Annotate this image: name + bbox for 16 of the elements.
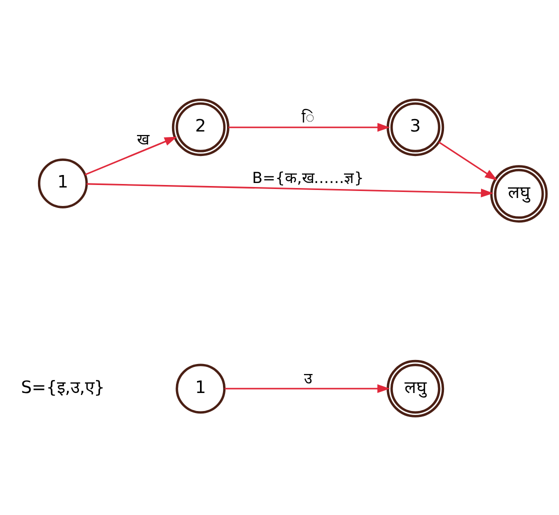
- node-circle: 2: [172, 98, 230, 156]
- node-circle: लघु: [386, 359, 444, 417]
- node-circle: 1: [38, 158, 88, 208]
- edge-label: B={क,ख……ज्ञ}: [252, 168, 364, 187]
- node-circle: 1: [176, 363, 226, 414]
- node-circle: लघु: [490, 164, 548, 222]
- edge-label: ि: [302, 108, 315, 126]
- arrow: [84, 136, 178, 175]
- arrow: [438, 140, 498, 180]
- arrow: [86, 182, 494, 197]
- edge-label: ख: [137, 130, 150, 148]
- arrow: [224, 384, 390, 393]
- label: S={इ,उ,ए}: [20, 377, 105, 398]
- arrow: [228, 122, 390, 132]
- edge-label: उ: [304, 369, 312, 388]
- node-circle: 3: [386, 98, 444, 156]
